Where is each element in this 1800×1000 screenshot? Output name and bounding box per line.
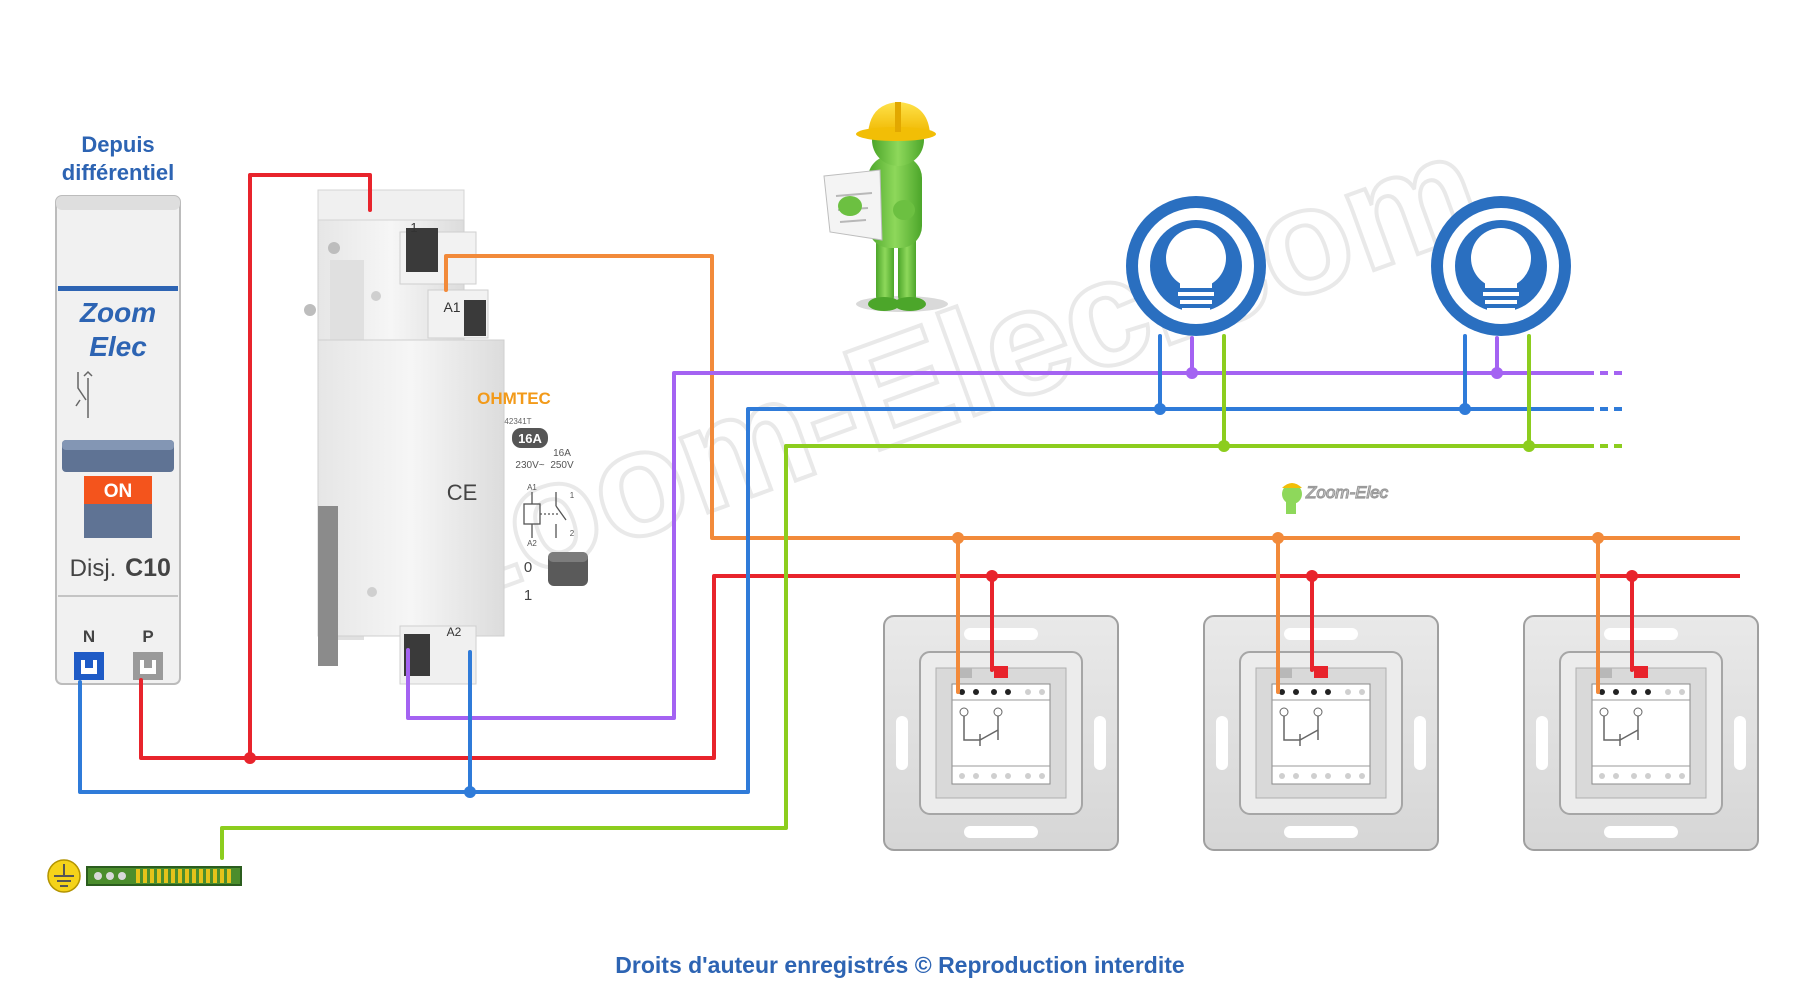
- relay-terminal-a1-label: A1: [443, 299, 460, 315]
- wire-neutral: [78, 407, 1588, 794]
- breaker-symbol-icon: [75, 370, 93, 418]
- junction-dots: [244, 367, 1638, 798]
- relay-contact-rating-line1: 16A: [553, 448, 571, 459]
- wire-phase-to-relay: [248, 173, 372, 760]
- relay-pos-off: 0: [524, 559, 532, 576]
- wire-control: [444, 254, 1740, 540]
- wire-continuations: [1586, 371, 1740, 578]
- worker-reading-plan-icon: [823, 102, 948, 312]
- relay-schematic-1: 1: [570, 491, 575, 500]
- breaker-terminal-p[interactable]: [133, 652, 163, 680]
- relay-contact-rating-line2: 250V: [550, 460, 574, 471]
- breaker-brand-line1: Zoom: [79, 297, 156, 328]
- relay-schematic-a2: A2: [527, 539, 537, 548]
- breaker-toggle[interactable]: ON: [84, 476, 152, 538]
- relay-coil-voltage: 230V~: [515, 460, 544, 471]
- relay-brand: OHMTEC: [477, 389, 551, 408]
- breaker-rating-value: C10: [125, 554, 171, 582]
- relay-pos-on: 1: [524, 587, 532, 604]
- wire-earth: [220, 444, 1588, 860]
- breaker-terminal-p-label: P: [142, 627, 153, 646]
- breaker-header-line1: Depuis: [81, 132, 154, 157]
- zoom-elec-logo-text: Zoom-Elec: [1305, 483, 1389, 502]
- push-button-3[interactable]: [1523, 615, 1759, 851]
- earth-terminal-bar: [47, 859, 242, 893]
- copyright-footer: Droits d'auteur enregistrés © Reproducti…: [615, 952, 1184, 978]
- push-button-1[interactable]: [883, 615, 1119, 851]
- relay-schematic-2: 2: [570, 529, 575, 538]
- breaker-terminal-n[interactable]: [74, 652, 104, 680]
- wires: [78, 173, 1740, 860]
- relay-model: 42341T: [504, 417, 531, 426]
- impulse-relay: 1 A1 OHMTEC 42341T 16A 230V~ 16A 250V CE…: [304, 189, 588, 685]
- wire-phase: [139, 574, 1740, 760]
- push-button-2[interactable]: [1203, 615, 1439, 851]
- breaker-terminal-n-label: N: [83, 627, 95, 646]
- lamp-1: [1126, 196, 1266, 336]
- relay-terminal-1-label: 1: [410, 220, 417, 235]
- relay-schematic-icon: [523, 492, 567, 538]
- wire-return: [406, 371, 1588, 720]
- relay-ce-mark: CE: [447, 480, 478, 505]
- breaker-on-label: ON: [104, 481, 133, 502]
- breaker-brand-line2: Elec: [89, 331, 147, 362]
- breaker-rating-prefix: Disj.: [70, 555, 117, 582]
- relay-schematic-a1: A1: [527, 483, 537, 492]
- relay-rating-badge: 16A: [518, 431, 542, 446]
- lamp-2: [1431, 196, 1571, 336]
- breaker-header-line2: différentiel: [62, 160, 174, 185]
- relay-terminal-a2-label: A2: [447, 625, 462, 639]
- zoom-elec-logo: Zoom-Elec: [1282, 482, 1389, 514]
- circuit-breaker: Depuis différentiel Zoom Elec ON Disj. C…: [55, 132, 181, 685]
